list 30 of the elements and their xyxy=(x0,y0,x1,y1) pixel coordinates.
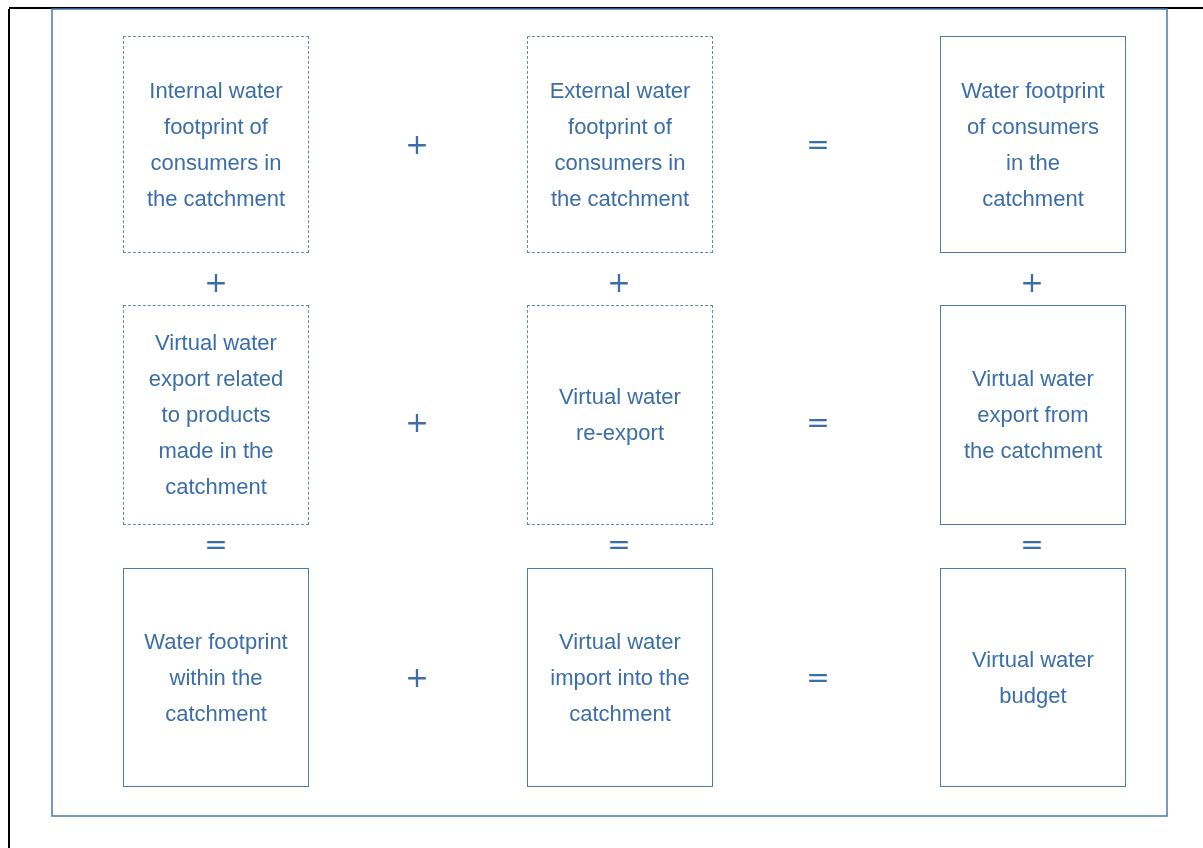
operator-sign: = xyxy=(606,527,632,563)
operator-sign: = xyxy=(203,527,229,563)
text-box xyxy=(940,305,1126,525)
operator-sign: + xyxy=(1019,265,1045,301)
box-text: Internal water footprint of consumers in the catchment xyxy=(145,76,287,213)
box-text: Virtual water import into the catchment xyxy=(549,627,691,728)
text-box xyxy=(123,36,309,253)
text-box xyxy=(940,568,1126,787)
text-box xyxy=(940,36,1126,253)
text-box xyxy=(123,568,309,787)
operator-sign: + xyxy=(203,265,229,301)
box-text: Virtual water re-export xyxy=(558,383,682,447)
operator-sign: + xyxy=(404,660,430,696)
operator-sign: + xyxy=(404,127,430,163)
text-box xyxy=(527,305,713,525)
box-text: Virtual water budget xyxy=(971,645,1095,710)
box-text: External water footprint of consumers in the catchment xyxy=(548,76,692,213)
text-box xyxy=(123,305,309,525)
box-text: Virtual water export related to products made in the catchment xyxy=(147,329,285,501)
box-text: Water footprint of consumers in the catchment xyxy=(960,76,1106,213)
operator-sign: + xyxy=(404,405,430,441)
operator-sign: = xyxy=(805,127,831,163)
operator-sign: = xyxy=(805,405,831,441)
box-text: Water footprint within the catchment xyxy=(143,627,289,728)
operator-sign: = xyxy=(1019,527,1045,563)
operator-sign: = xyxy=(805,660,831,696)
text-box xyxy=(527,568,713,787)
text-box xyxy=(527,36,713,253)
operator-sign: + xyxy=(606,265,632,301)
box-text: Virtual water export from the catchment xyxy=(962,365,1104,465)
